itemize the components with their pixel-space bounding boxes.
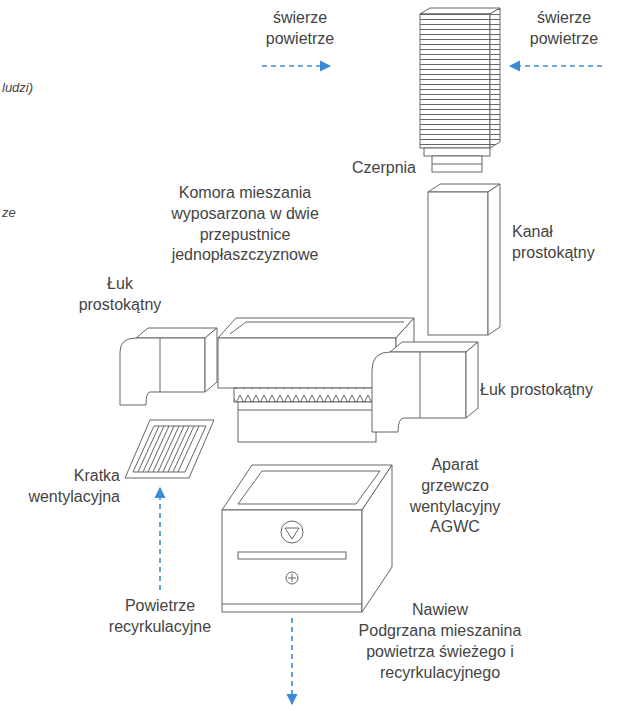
airflow-arrow bbox=[262, 65, 330, 67]
right-duct-elbow bbox=[372, 342, 478, 432]
airflow-label: świerze powietrze bbox=[514, 8, 614, 50]
airflow-label: Powietrze recyrkulacyjne bbox=[95, 596, 225, 638]
cut-off-note: ze bbox=[2, 205, 32, 222]
part-label: Kratka wentylacyjna bbox=[5, 466, 120, 508]
label-slot: Kanał prostokątny bbox=[512, 222, 612, 264]
label-slot: Nawiew bbox=[350, 600, 530, 621]
mixing-chamber bbox=[238, 402, 376, 442]
rectangular-duct bbox=[428, 184, 500, 335]
heating-unit bbox=[285, 528, 299, 539]
label-slot: Aparat grzewczo wentylacyjny AGWC bbox=[400, 455, 510, 538]
airflow-arrow bbox=[159, 488, 161, 590]
label-slot: Podgrzana mieszanina powietrza świeżego … bbox=[350, 621, 530, 683]
air-intake-louvre bbox=[424, 148, 490, 156]
label-slot: Powietrze recyrkulacyjne bbox=[95, 596, 225, 638]
ventilation-grille bbox=[178, 426, 199, 472]
air-intake-louvre bbox=[432, 156, 482, 172]
mixing-chamber bbox=[238, 410, 376, 411]
label-slot: świerze powietrze bbox=[514, 8, 614, 50]
part-label: Komora mieszania wyposarzona w dwie prze… bbox=[157, 183, 333, 266]
heating-unit bbox=[222, 510, 362, 612]
label-slot: ze bbox=[2, 205, 32, 222]
air-intake-louvre bbox=[490, 8, 500, 148]
heating-unit bbox=[222, 604, 362, 605]
right-duct-elbow bbox=[420, 352, 421, 418]
rectangular-duct bbox=[488, 184, 500, 335]
left-duct-elbow bbox=[160, 338, 161, 392]
heating-unit bbox=[281, 521, 303, 543]
ventilation-grille bbox=[125, 420, 214, 478]
label-slot: świerze powietrze bbox=[250, 8, 350, 50]
cut-off-note: ludzi) bbox=[2, 80, 62, 97]
left-duct-elbow bbox=[205, 328, 217, 392]
air-intake-louvre bbox=[432, 164, 482, 165]
ventilation-grille bbox=[133, 426, 206, 472]
heating-unit bbox=[286, 572, 298, 584]
left-duct-elbow bbox=[120, 328, 217, 405]
air-intake-louvre bbox=[420, 14, 490, 148]
air-intake-louvre bbox=[420, 8, 500, 172]
ventilation-grille bbox=[125, 420, 214, 478]
part-label: Czerpnia bbox=[316, 158, 416, 179]
ventilation-grille bbox=[168, 426, 189, 472]
airflow-arrow bbox=[291, 618, 293, 704]
airflow-label: Nawiew bbox=[350, 600, 530, 621]
part-label: Aparat grzewczo wentylacyjny AGWC bbox=[400, 455, 510, 538]
rectangular-duct bbox=[428, 192, 488, 335]
ventilation-grille bbox=[173, 426, 194, 472]
label-slot: Kratka wentylacyjna bbox=[5, 466, 120, 508]
part-label: Łuk prostokątny bbox=[480, 380, 614, 401]
heating-unit bbox=[238, 552, 346, 559]
label-slot: Łuk prostokątny bbox=[480, 380, 614, 401]
air-intake-louvre bbox=[420, 8, 500, 14]
heating-unit bbox=[362, 465, 392, 612]
label-slot: ludzi) bbox=[2, 80, 62, 97]
airflow-label: Podgrzana mieszanina powietrza świeżego … bbox=[350, 621, 530, 683]
heating-unit bbox=[222, 465, 392, 612]
right-duct-elbow bbox=[372, 352, 466, 432]
left-duct-elbow bbox=[120, 338, 205, 405]
left-duct-elbow bbox=[136, 328, 217, 338]
heating-unit bbox=[292, 574, 293, 582]
part-label: Kanał prostokątny bbox=[512, 222, 612, 264]
mixing-chamber bbox=[234, 388, 380, 402]
label-slot: Komora mieszania wyposarzona w dwie prze… bbox=[157, 183, 333, 266]
airflow-label: świerze powietrze bbox=[250, 8, 350, 50]
label-slot: Łuk prostokątny bbox=[70, 274, 170, 316]
right-duct-elbow bbox=[466, 342, 478, 418]
airflow-arrow bbox=[510, 65, 602, 67]
mixing-chamber bbox=[218, 318, 414, 338]
mixing-chamber bbox=[230, 322, 404, 334]
right-duct-elbow bbox=[390, 342, 478, 352]
label-slot: Czerpnia bbox=[316, 158, 416, 179]
mixing-chamber bbox=[218, 338, 396, 388]
heating-unit bbox=[238, 471, 380, 504]
part-label: Łuk prostokątny bbox=[70, 274, 170, 316]
